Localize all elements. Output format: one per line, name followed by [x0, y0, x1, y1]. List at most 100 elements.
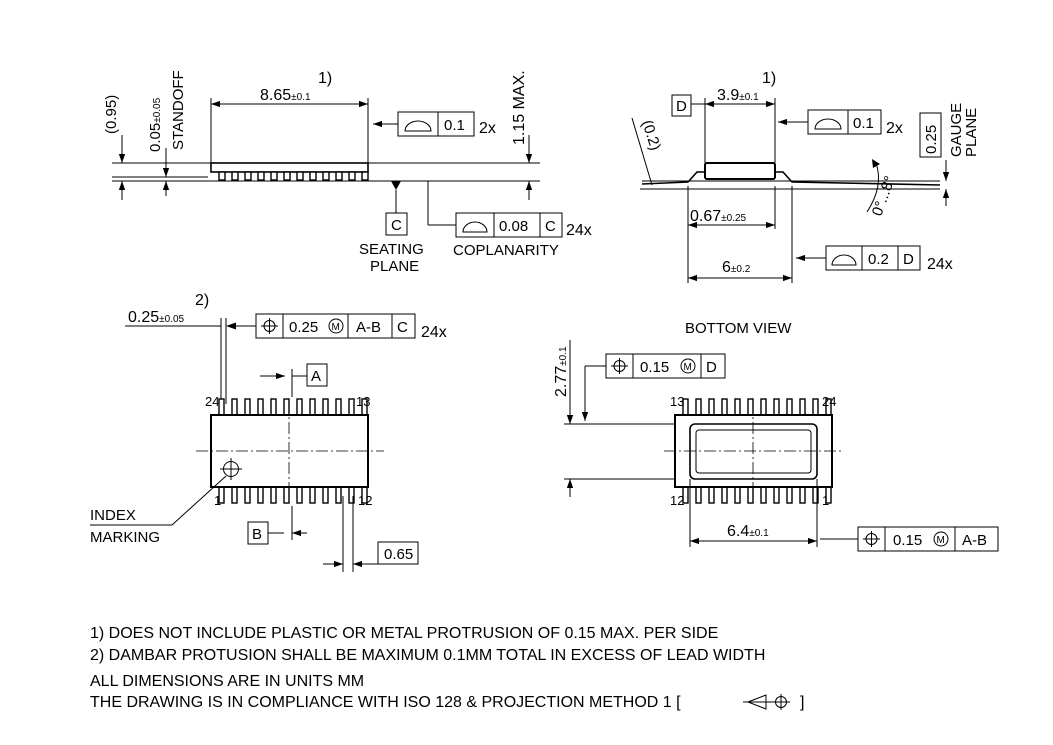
datum-d-label: D [676, 98, 687, 115]
pad-length-position-value: 0.15 [893, 532, 922, 549]
lead [257, 398, 264, 416]
height-095-dimension: (0.95) [103, 95, 120, 134]
bottom-pin-24-label: 24 [822, 394, 836, 409]
top-position-ref1: A-B [356, 319, 381, 336]
lead [786, 486, 793, 504]
side-lead [218, 171, 226, 181]
lead [218, 398, 225, 416]
lead [773, 398, 780, 416]
bottom-pin-12-label: 12 [670, 493, 684, 508]
lead [708, 486, 715, 504]
pad-width-dimension: 2.77±0.1 [553, 346, 570, 397]
note-3: ALL DIMENSIONS ARE IN UNITS MM [90, 673, 364, 690]
lead [760, 398, 767, 416]
standoff-dimension: 0.05±0.05 [147, 97, 164, 152]
side-view: 1) 8.65±0.1 (0.95) 0.05±0.05 STANDOFF 1.… [103, 70, 592, 275]
lead [309, 486, 316, 504]
package-body-side [210, 162, 369, 173]
pad-length-position-ref: A-B [962, 532, 987, 549]
mmc-symbol: M [332, 322, 340, 333]
top-ref-note: 2) [195, 292, 209, 309]
lead [773, 486, 780, 504]
foot-length-dimension: 0.67±0.25 [690, 208, 747, 225]
seating-plane-label-2: PLANE [370, 258, 419, 275]
side-lead [296, 171, 304, 181]
lead [309, 398, 316, 416]
note-4: THE DRAWING IS IN COMPLIANCE WITH ISO 12… [90, 694, 681, 711]
flatness-frame [437, 111, 475, 137]
side-lead [244, 171, 252, 181]
pitch-value: 0.65 [384, 546, 413, 563]
end-view: 1) D 3.9±0.1 0.1 2x (0.2) 0.25 GAUGE PLA… [631, 70, 980, 283]
gauge-value: 0.25 [923, 125, 940, 154]
lead [708, 398, 715, 416]
lead [283, 398, 290, 416]
side-lead [283, 171, 291, 181]
pad-length-dimension: 6.4±0.1 [727, 523, 769, 540]
lead [721, 486, 728, 504]
lead [231, 398, 238, 416]
datum-d-box [671, 94, 692, 117]
pin-1-label: 1 [214, 493, 221, 508]
lead [760, 486, 767, 504]
lead [747, 398, 754, 416]
side-lead [309, 171, 317, 181]
coplanarity-count: 24x [566, 222, 592, 239]
note-4-end: ] [800, 694, 804, 711]
gauge-plane-label: GAUGE [948, 103, 965, 157]
svg-text:M: M [684, 362, 692, 373]
datum-c-label: C [391, 217, 402, 234]
index-marking-label-2: MARKING [90, 529, 160, 546]
lead [296, 486, 303, 504]
end-ref-note: 1) [762, 70, 776, 87]
bottom-pin-13-label: 13 [670, 394, 684, 409]
lead [786, 398, 793, 416]
package-body-end [704, 162, 776, 180]
end-flatness-count: 2x [886, 120, 903, 137]
svg-text:M: M [937, 535, 945, 546]
profile-value: 0.2 [868, 251, 889, 268]
pin-24-label: 24 [205, 394, 219, 409]
lead [812, 398, 819, 416]
length-dimension: 8.65±0.1 [260, 87, 311, 104]
pin-13-label: 13 [356, 394, 370, 409]
bottom-view-pins [682, 398, 832, 504]
coplanarity-ref: C [545, 218, 556, 235]
exposed-pad [689, 423, 818, 480]
lead [747, 486, 754, 504]
datum-a-box [306, 363, 328, 387]
lead [257, 486, 264, 504]
bottom-view-title: BOTTOM VIEW [685, 320, 792, 337]
side-lead [270, 171, 278, 181]
lead [348, 398, 355, 416]
end-flatness-value: 0.1 [853, 115, 874, 132]
lead [322, 398, 329, 416]
bottom-view: BOTTOM VIEW 2.77±0.1 0.15 M D 13 24 12 1 [553, 320, 999, 552]
gauge-plane-label-2: PLANE [963, 108, 980, 157]
pad-position-value: 0.15 [640, 359, 669, 376]
lead [695, 486, 702, 504]
lead [322, 486, 329, 504]
top-view: 2) 0.25±0.05 0.25 M A-B C 24x A 2 [90, 292, 447, 572]
side-ref-note: 1) [318, 70, 332, 87]
profile-ref: D [903, 251, 914, 268]
coplanarity-value: 0.08 [499, 218, 528, 235]
profile-count: 24x [927, 256, 953, 273]
bottom-pin-1-label: 1 [822, 493, 829, 508]
lead [231, 486, 238, 504]
lead [296, 398, 303, 416]
lead [734, 398, 741, 416]
side-lead [322, 171, 330, 181]
profile-frame [861, 245, 899, 271]
pitch-box [377, 541, 419, 565]
lead [270, 486, 277, 504]
lead [695, 398, 702, 416]
top-position-ref2: C [397, 319, 408, 336]
lead-span-dimension: 6±0.2 [722, 259, 751, 276]
notes: 1) DOES NOT INCLUDE PLASTIC OR METAL PRO… [90, 625, 804, 711]
seating-plane-label: SEATING [359, 241, 424, 258]
lead [734, 486, 741, 504]
lead [270, 398, 277, 416]
width-dimension: 3.9±0.1 [717, 87, 759, 104]
side-lead [257, 171, 265, 181]
